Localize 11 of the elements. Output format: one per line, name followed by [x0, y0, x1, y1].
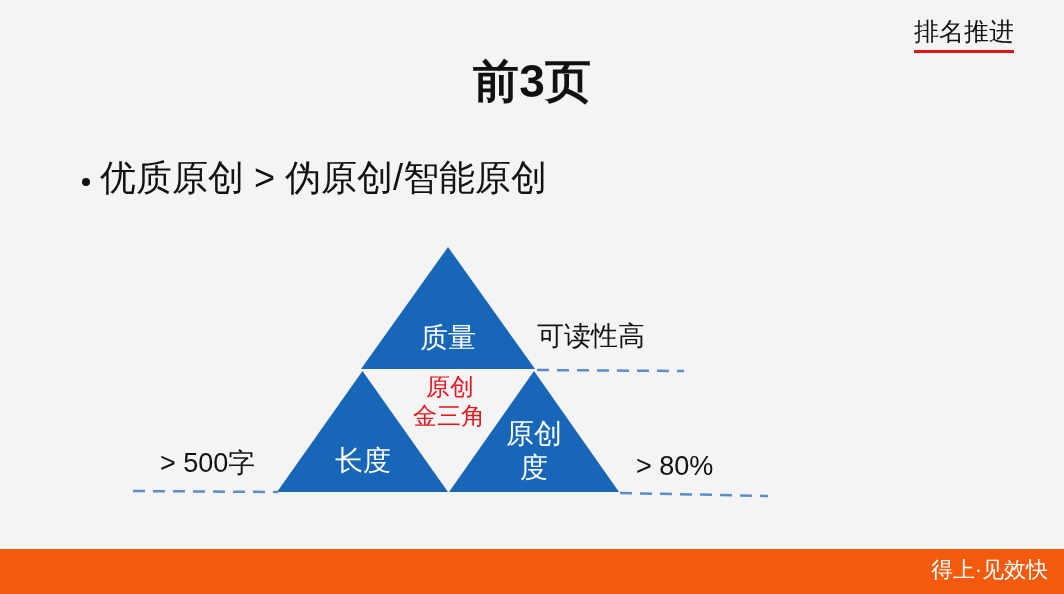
shape-label: 质量 [420, 321, 476, 355]
bullet-text: 优质原创 > 伪原创/智能原创 [100, 156, 548, 200]
side-note: > 80% [636, 450, 714, 483]
shape-label: 原创度 [505, 417, 563, 485]
section-heading: 排名推进 [914, 16, 1014, 53]
shape-label: 长度 [334, 444, 391, 478]
slide-title: 前3页 [473, 54, 591, 109]
side-note: 可读性高 [537, 320, 645, 353]
footer-slogan: 得上·见效快 [930, 557, 1048, 584]
side-note: > 500字 [160, 447, 256, 480]
center-label: 原创金三角 [413, 372, 487, 431]
